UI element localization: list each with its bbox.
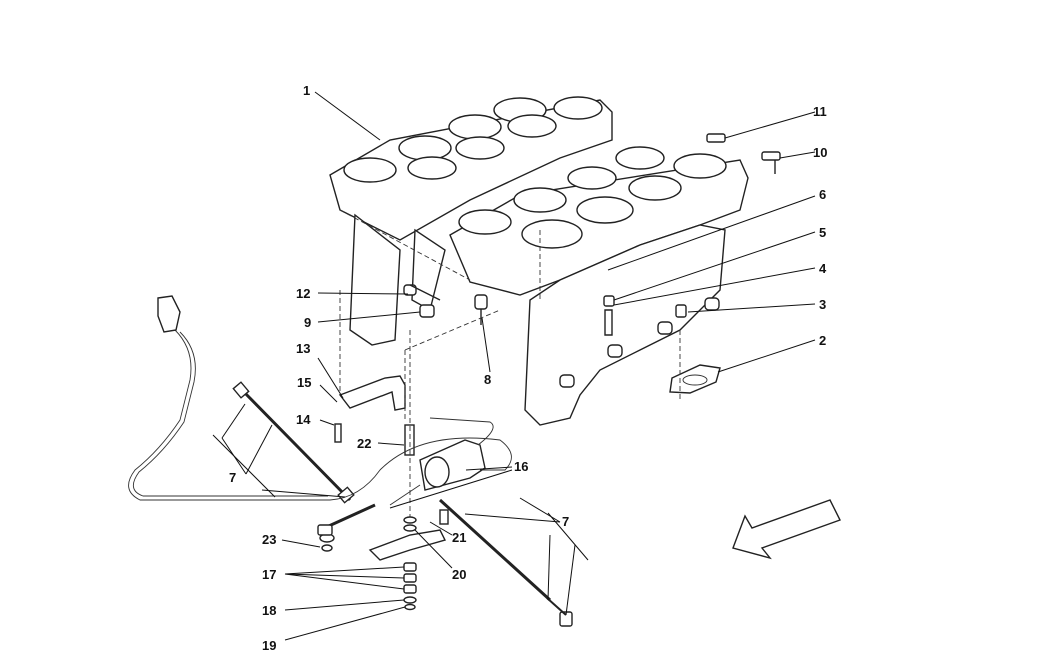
callout-labels: 1 2 3 4 5 6 10 11 12 9 8 13 15 14 22 16 … [229,83,827,653]
intake-manifold [329,96,749,426]
callout-14: 14 [296,412,311,427]
callout-19: 19 [262,638,276,653]
callout-13: 13 [296,341,310,356]
callout-23: 23 [262,532,276,547]
callout-2: 2 [819,333,826,348]
gasket [669,364,721,394]
leader-lines [212,91,816,641]
callout-16: 16 [514,459,528,474]
callout-8: 8 [484,372,491,387]
direction-arrow-icon [732,499,841,560]
callout-17: 17 [262,567,276,582]
callout-3: 3 [819,297,826,312]
callout-11: 11 [813,104,827,119]
manifold-fasteners [409,133,781,336]
callout-7-left: 7 [229,470,236,485]
callout-18: 18 [262,603,276,618]
callout-12: 12 [296,286,310,301]
callout-1: 1 [303,83,310,98]
callout-9: 9 [304,315,311,330]
callout-21: 21 [452,530,466,545]
callout-7-right: 7 [562,514,569,529]
callout-20: 20 [452,567,466,582]
callout-6: 6 [819,187,826,202]
callout-10: 10 [813,145,827,160]
throttle-linkage-assembly [128,290,573,627]
callout-5: 5 [819,225,826,240]
callout-22: 22 [357,436,371,451]
callout-15: 15 [297,375,311,390]
callout-4: 4 [819,261,827,276]
